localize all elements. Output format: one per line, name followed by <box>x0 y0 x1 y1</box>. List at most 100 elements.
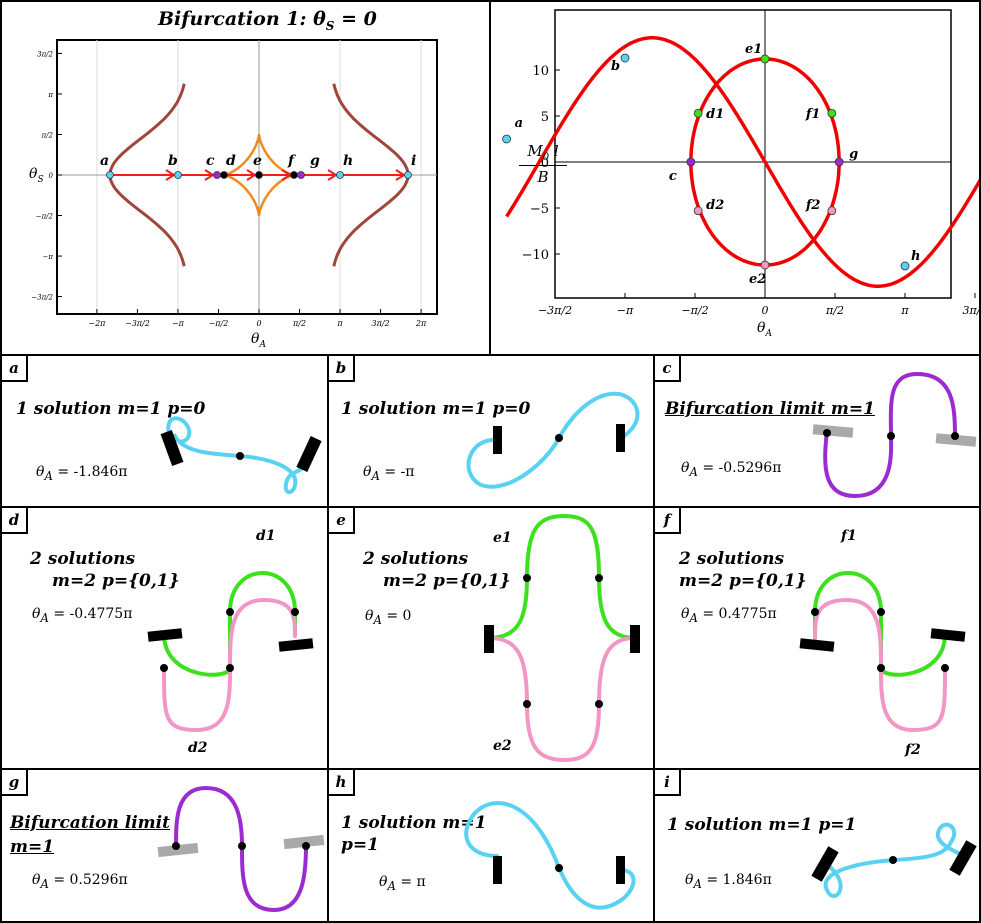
rod-shape-e <box>484 513 640 763</box>
y-tick-label: 3π/2 <box>37 50 53 58</box>
panel-g: g Bifurcation limit m=1 θA = 0.5296π <box>0 768 329 923</box>
state-point-d <box>220 171 228 179</box>
rod-shape-i <box>811 822 977 898</box>
state-point-f2 <box>827 206 837 216</box>
x-tick-label: −π/2 <box>681 304 708 317</box>
phase-plot-ylabel: θS <box>29 166 44 185</box>
y-tick-label: −π <box>43 253 54 261</box>
x-tick-label: π/2 <box>825 304 844 317</box>
state-point-b <box>620 53 630 63</box>
state-label-h: h <box>911 249 920 264</box>
x-tick-label: 0 <box>762 304 769 317</box>
panel-tag: d <box>2 508 28 534</box>
panel-caption: 1 solution m=1 p=1 <box>667 815 857 835</box>
panel-c: c Bifurcation limit m=1 θA = -0.5296π <box>653 354 981 508</box>
state-point-g <box>297 171 305 179</box>
state-point-f <box>290 171 298 179</box>
state-point-e <box>255 171 263 179</box>
state-label-d1: d1 <box>706 107 724 122</box>
state-label-f: f <box>287 153 297 169</box>
y-tick-label: 0 <box>49 172 54 180</box>
x-tick-label: −3π/2 <box>538 304 572 317</box>
state-label-d2: d2 <box>706 198 724 213</box>
rod-shape-h <box>464 801 636 910</box>
panel-theta: θA = 1.846π <box>685 872 772 891</box>
panel-tag: c <box>655 356 681 382</box>
state-point-b <box>174 171 182 179</box>
state-label-e: e <box>253 153 262 169</box>
state-label-e2: e2 <box>749 272 766 287</box>
solution-label-2: f2 <box>905 742 921 758</box>
solution-label-1: e1 <box>493 530 512 546</box>
rod-shape-c <box>812 371 977 499</box>
state-label-g: g <box>310 153 320 169</box>
plot-frame <box>554 9 952 299</box>
state-label-c: c <box>669 169 677 184</box>
state-point-e1 <box>760 54 770 64</box>
panel-caption: Bifurcation limit m=1 <box>665 399 875 419</box>
state-label-g: g <box>849 147 858 162</box>
solution-label-1: d1 <box>256 528 276 544</box>
y-tick-label: 5 <box>541 110 549 125</box>
state-point-f1 <box>827 108 837 118</box>
panel-tag: h <box>329 770 355 796</box>
y-tick-label: 10 <box>532 64 549 79</box>
moment-plot-ylabel: M0 l B <box>519 142 567 186</box>
panel-caption: 1 solution m=1 p=0 <box>16 399 206 419</box>
panel-caption-line1: 1 solution m=1 <box>341 813 487 833</box>
x-tick-label: π/2 <box>292 319 306 328</box>
solution-label-1: f1 <box>841 528 857 544</box>
rod-shape-b <box>466 391 640 489</box>
x-tick-label: 3π/2 <box>372 319 390 328</box>
state-point-d1 <box>693 108 703 118</box>
panel-tag: g <box>2 770 28 796</box>
x-tick-label: 2π <box>415 319 427 328</box>
arrow-head <box>165 169 176 181</box>
state-label-a: a <box>515 116 523 131</box>
state-point-d2 <box>693 206 703 216</box>
state-point-c <box>213 171 221 179</box>
panel-caption-line2: m=1 <box>10 837 55 857</box>
arrow-head <box>281 169 292 181</box>
y-tick-label: −π/2 <box>36 213 54 221</box>
state-label-c: c <box>206 153 215 169</box>
arrow-head <box>204 169 215 181</box>
solution-label-2: e2 <box>493 738 512 754</box>
x-tick-label: 0 <box>256 319 261 328</box>
x-tick-label: −π <box>172 319 185 328</box>
panel-theta: θA = π <box>379 874 426 893</box>
rod-shape-g <box>157 785 325 913</box>
state-label-h: h <box>343 153 353 169</box>
panel-theta: θA = -0.4775π <box>32 606 133 625</box>
phase-plot-title: Bifurcation 1: θS = 0 <box>158 8 377 33</box>
state-label-f2: f2 <box>805 198 821 213</box>
panel-e: e 2 solutions m=2 p={0,1} θA = 0 e1 e2 <box>327 506 655 770</box>
x-tick-label: π <box>336 319 343 328</box>
panel-caption-line1: 2 solutions <box>30 549 136 569</box>
moment-plot: 1050−5−10−3π/2−π−π/20π/2π3π/2abcd1d2e1e2… <box>502 9 981 317</box>
rod-shape-a <box>160 416 322 495</box>
outer-moment-curve <box>505 36 979 288</box>
state-point-a <box>106 171 114 179</box>
panel-tag: f <box>655 508 681 534</box>
plot-frame <box>56 39 438 315</box>
state-point-a <box>502 134 511 144</box>
y-tick-label: −5 <box>530 202 549 217</box>
panel-tag: e <box>329 508 355 534</box>
panel-tag: i <box>655 770 681 796</box>
state-label-e1: e1 <box>745 42 762 57</box>
panel-caption-line2: m=2 p={0,1} <box>383 571 511 591</box>
x-tick-label: 3π/2 <box>963 304 981 317</box>
state-label-d: d <box>226 153 236 169</box>
y-tick-label: −10 <box>522 248 549 263</box>
panel-tag: a <box>2 356 28 382</box>
state-label-f1: f1 <box>805 107 821 122</box>
state-point-g <box>834 157 844 167</box>
state-point-h <box>336 171 344 179</box>
solution-label-2: d2 <box>188 740 208 756</box>
panel-h: h 1 solution m=1 p=1 θA = π <box>327 768 655 923</box>
rod-shape-d <box>147 571 314 733</box>
state-point-i <box>404 171 412 179</box>
